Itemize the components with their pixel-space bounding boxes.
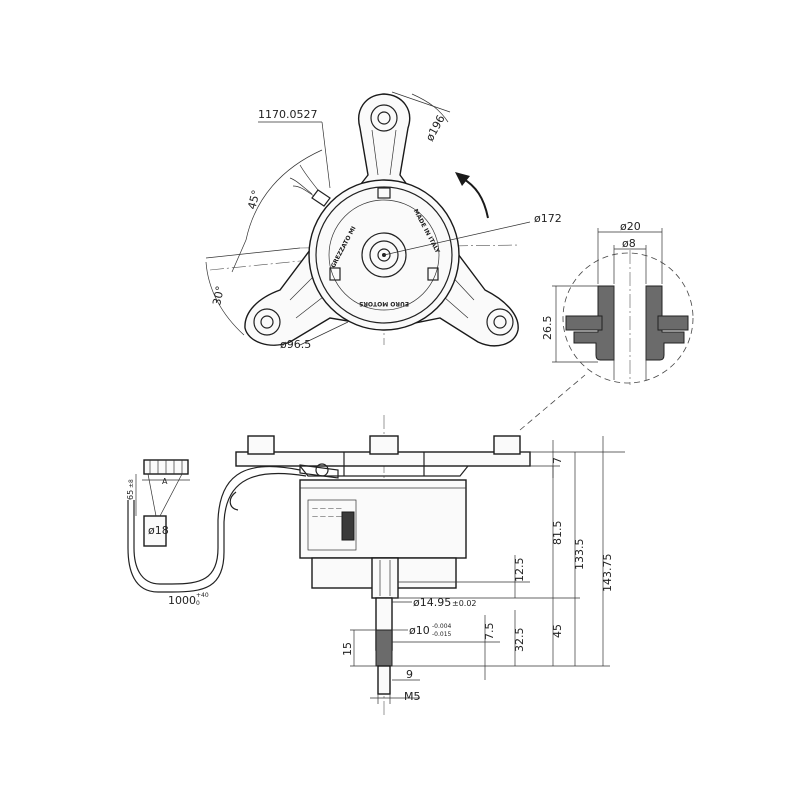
dim-flange-7: 7 xyxy=(551,457,564,464)
rotation-arrow xyxy=(461,177,489,219)
housing-text-bottom: EURO MOTORS xyxy=(359,300,409,307)
dim-thread-15: 15 xyxy=(341,642,354,656)
threaded-end xyxy=(375,629,393,667)
dim-dia-14-95: ø14.95 xyxy=(413,596,451,609)
dim-dia-196: ø196 xyxy=(423,113,447,144)
mounting-lug-left xyxy=(253,308,281,336)
dim-cable-tol-upper: +40 xyxy=(196,592,209,599)
top-view: GREZZATO MI MADE IN ITALY EURO MOTORS 11… xyxy=(205,91,562,351)
motor-body xyxy=(299,479,467,559)
side-view: — — — — — — — — — A 65 ±8 ø18 xyxy=(126,415,625,715)
bushing-section xyxy=(573,285,615,361)
mounting-lug-right xyxy=(486,308,514,336)
dim-dia-8: ø8 xyxy=(622,237,636,250)
cable-exit xyxy=(289,164,331,207)
dim-shaft-45: 45 xyxy=(551,624,564,638)
dim-dia-20: ø20 xyxy=(620,220,641,233)
svg-text:— — — — —: — — — — — xyxy=(312,513,350,520)
shaft-center xyxy=(377,248,391,262)
dim-9: 9 xyxy=(406,668,413,681)
rotation-arrow-head xyxy=(455,172,470,186)
dim-dia-10-tol-upper: -0.004 xyxy=(432,623,452,630)
detail-circle xyxy=(562,252,694,384)
dim-total-143-75: 143.75 xyxy=(601,554,614,593)
dim-cable-1000: 1000 xyxy=(168,594,196,607)
dim-dia-14-95-tol: ±0.02 xyxy=(452,599,477,608)
dim-dia-10: ø10 xyxy=(409,624,430,637)
cable xyxy=(133,465,301,585)
part-number-label: 1170.0527 xyxy=(258,108,318,121)
dim-mid-133-5: 133.5 xyxy=(573,539,586,571)
hub xyxy=(371,557,399,599)
dim-dia-96-5: ø96.5 xyxy=(280,338,311,351)
dim-dia-10-tol-lower: -0.015 xyxy=(432,631,452,638)
dim-body-81-5: 81.5 xyxy=(551,521,564,546)
cable-sleeve xyxy=(143,515,167,547)
dim-dia-172: ø172 xyxy=(534,212,562,225)
detail-view: ø20 ø8 26.5 xyxy=(519,220,694,431)
dim-sleeve-18: ø18 xyxy=(148,524,169,537)
dim-connector-65: 65 xyxy=(126,490,135,500)
dim-hub-12-5: 12.5 xyxy=(513,558,526,583)
dim-tip-7-5: 7.5 xyxy=(483,623,496,641)
connector-label: A xyxy=(162,477,168,486)
dim-angle-30: 30° xyxy=(210,285,227,307)
svg-text:— — — —: — — — — xyxy=(312,505,342,512)
dim-shaft-32-5: 32.5 xyxy=(513,628,526,653)
dim-cable-tol-lower: 0 xyxy=(196,600,200,607)
dim-height-26-5: 26.5 xyxy=(541,316,554,341)
mounting-lug-top xyxy=(370,104,398,132)
dim-angle-45: 45° xyxy=(245,189,263,211)
dim-connector-tol: ±8 xyxy=(128,479,135,488)
dim-thread-m5: M5 xyxy=(404,690,421,703)
